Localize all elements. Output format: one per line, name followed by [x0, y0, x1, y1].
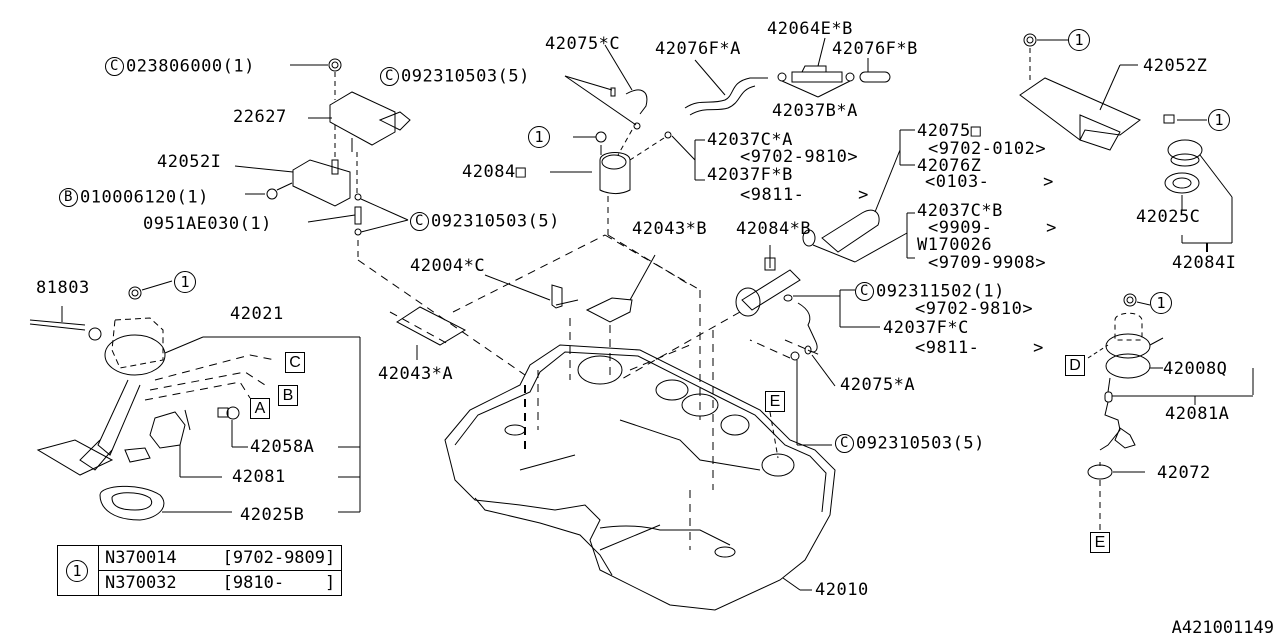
vent-hose-drawing — [749, 289, 880, 446]
part-label-81803[interactable]: 81803 — [36, 278, 90, 298]
fuel-pump-drawing — [29, 280, 361, 521]
range-42037FC: <9811- > — [915, 338, 1044, 358]
range-42075-square: <9702-0102> — [928, 139, 1047, 159]
part-label-42081[interactable]: 42081 — [232, 467, 286, 487]
fuel-tank-drawing — [444, 330, 836, 611]
filler-neck-drawing — [550, 37, 891, 235]
ref-symbol-c: C — [855, 282, 874, 301]
part-label-42084B[interactable]: 42084*B — [736, 219, 812, 239]
document-id: A421001149 — [1171, 618, 1274, 638]
part-label-42075C[interactable]: 42075*C — [545, 34, 621, 54]
callout-D: D — [1065, 355, 1085, 376]
insulator-drawing — [389, 234, 701, 420]
range-42076Z: <0103- > — [925, 172, 1054, 192]
legend-part[interactable]: N370014 — [97, 545, 183, 571]
part-label-42037FC[interactable]: 42037F*C — [883, 318, 969, 338]
part-label-42076FB[interactable]: 42076F*B — [832, 39, 918, 59]
part-label-42043A[interactable]: 42043*A — [378, 364, 454, 384]
legend-part[interactable]: N370032 — [97, 570, 183, 596]
part-label-42084-square[interactable]: 42084□ — [462, 162, 527, 182]
ref-symbol-c: C — [380, 67, 399, 86]
ref-symbol-c: C — [835, 434, 854, 453]
part-label-42037BA[interactable]: 42037B*A — [772, 101, 858, 121]
part-label-42004C[interactable]: 42004*C — [410, 256, 486, 276]
callout-1: 1 — [174, 271, 196, 293]
legend-symbol-cell: 1 — [57, 545, 99, 596]
part-label-42037CA[interactable]: 42037C*A — [707, 130, 793, 150]
protector-drawing — [1019, 33, 1233, 252]
callout-A: A — [250, 398, 270, 419]
callout-1: 1 — [1208, 109, 1230, 131]
part-label-42025C[interactable]: 42025C — [1136, 207, 1201, 227]
part-label-42008Q[interactable]: 42008Q — [1163, 359, 1228, 379]
callout-1: 1 — [528, 126, 550, 148]
callout-E: E — [765, 391, 785, 412]
part-label-42076FA[interactable]: 42076F*A — [655, 39, 741, 59]
legend-symbol: 1 — [66, 559, 88, 582]
part-label-42052I[interactable]: 42052I — [157, 152, 222, 172]
part-label-42076Z[interactable]: 42076Z — [917, 156, 982, 176]
part-label-42037FB[interactable]: 42037F*B — [707, 165, 793, 185]
callout-E: E — [1090, 532, 1110, 553]
part-label-42025B[interactable]: 42025B — [240, 505, 305, 525]
part-label-42072[interactable]: 42072 — [1157, 463, 1211, 483]
part-label-42043B[interactable]: 42043*B — [632, 219, 708, 239]
callout-B: B — [278, 385, 298, 406]
part-label-42075-square[interactable]: 42075□ — [917, 121, 982, 141]
part-label-42021[interactable]: 42021 — [230, 304, 284, 324]
part-label-42075A[interactable]: 42075*A — [840, 375, 916, 395]
filler-hose-drawing — [619, 129, 915, 381]
ref-symbol-b: B — [59, 188, 78, 207]
part-label-42064EB[interactable]: 42064E*B — [767, 19, 853, 39]
callout-1: 1 — [1150, 292, 1172, 314]
legend-row: N370032 [9810- ] — [58, 570, 343, 596]
part-label-22627[interactable]: 22627 — [233, 107, 287, 127]
range-42037CA: <9702-9810> — [740, 147, 859, 167]
legend-range: [9810- ] — [182, 570, 343, 596]
part-label-42010[interactable]: 42010 — [815, 580, 869, 600]
range-42037FB: <9811- > — [740, 185, 869, 205]
part-label-42037CB[interactable]: 42037C*B — [917, 201, 1003, 221]
part-label-W170026[interactable]: W170026 — [917, 235, 993, 255]
callout-1: 1 — [1068, 29, 1090, 51]
part-label-0951AE030[interactable]: 0951AE030(1) — [143, 214, 272, 234]
range-42037CB: <9909- > — [928, 218, 1057, 238]
legend-range: [9702-9809] — [182, 545, 343, 571]
callout-C: C — [285, 352, 305, 373]
range-092311502: <9702-9810> — [915, 299, 1034, 319]
part-label-42058A[interactable]: 42058A — [250, 437, 315, 457]
range-W170026: <9709-9908> — [928, 253, 1047, 273]
legend-table: 1 N370014 [9702-9809] N370032 [9810- ] — [57, 545, 343, 596]
part-label-42081A[interactable]: 42081A — [1165, 404, 1230, 424]
part-label-42052Z[interactable]: 42052Z — [1143, 56, 1208, 76]
fuel-sender-drawing — [1087, 293, 1254, 530]
ref-symbol-c: C — [105, 57, 124, 76]
legend-row: 1 N370014 [9702-9809] — [57, 545, 343, 596]
ref-symbol-c: C — [410, 212, 429, 231]
part-label-42084I[interactable]: 42084I — [1172, 253, 1237, 273]
